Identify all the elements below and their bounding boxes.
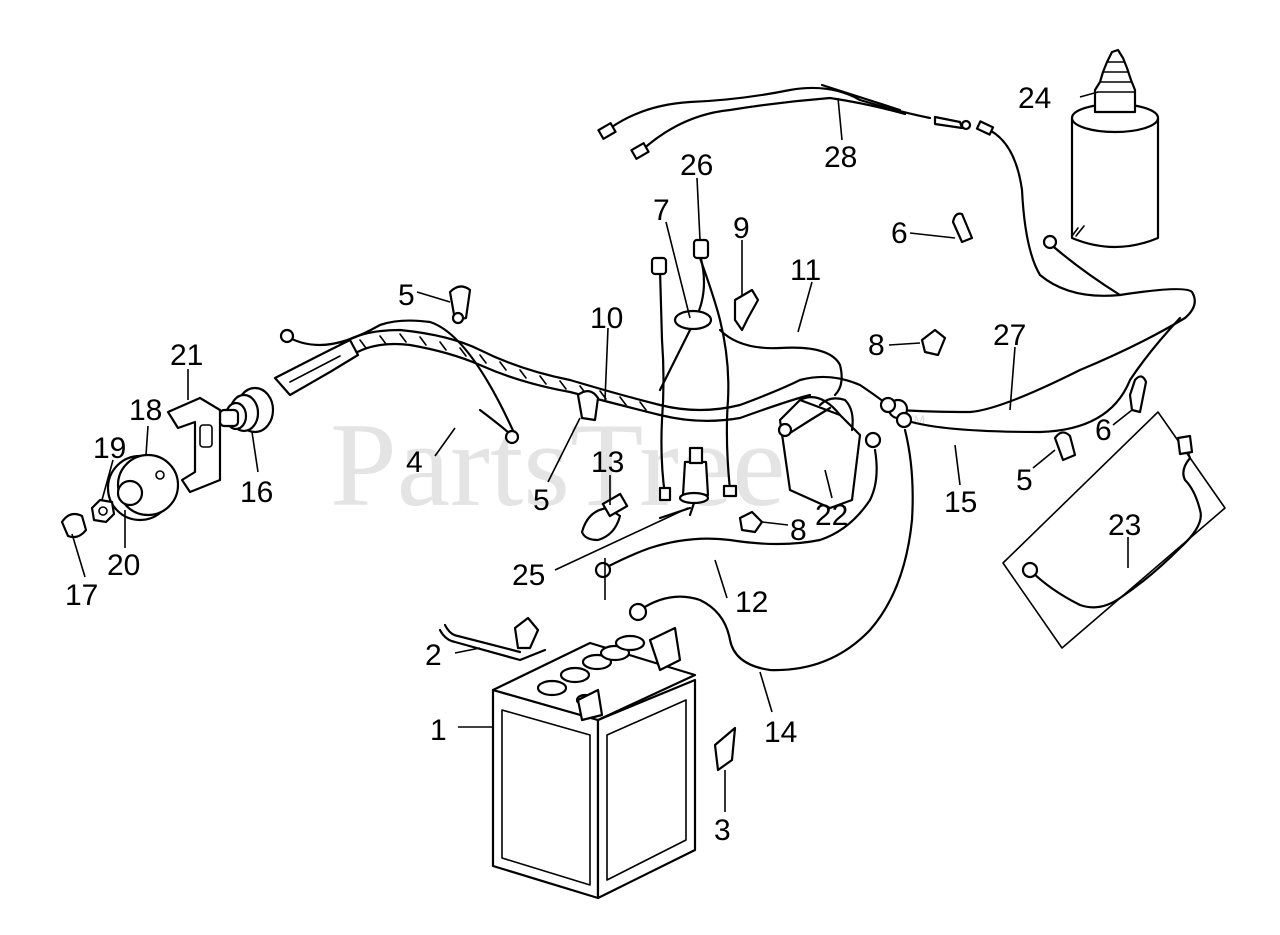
cable-14	[638, 428, 914, 672]
clip-5-middle	[576, 390, 600, 422]
cable-12	[603, 448, 878, 570]
bracket-21	[166, 396, 222, 494]
battery-strap-2	[438, 628, 547, 662]
clip-8-bottom	[738, 510, 764, 534]
callout-25: 25	[512, 559, 545, 592]
callout-7: 7	[653, 194, 670, 227]
callout-24: 24	[1018, 82, 1051, 115]
nut-19	[90, 498, 116, 524]
callout-19: 19	[93, 432, 126, 465]
cable-23-panel	[1002, 411, 1226, 649]
callout-20: 20	[107, 549, 140, 582]
clip-9	[733, 288, 760, 332]
callout-5-middle: 5	[533, 484, 550, 517]
callout-6-right: 6	[1095, 414, 1112, 447]
clip-5-right	[1053, 431, 1077, 462]
battery-1	[491, 626, 697, 900]
callout-21: 21	[170, 339, 203, 372]
callout-18: 18	[129, 394, 162, 427]
callout-26: 26	[680, 149, 713, 182]
cable-27	[898, 126, 1196, 414]
clip-8-top	[920, 328, 947, 357]
callout-2: 2	[425, 639, 442, 672]
clip-6-right	[1128, 375, 1148, 414]
callout-14: 14	[764, 716, 797, 749]
ground-cable-4	[283, 319, 517, 437]
pad-3	[713, 726, 737, 772]
cable-15	[903, 316, 1182, 434]
callout-15: 15	[944, 486, 977, 519]
starter-lead	[1046, 240, 1122, 297]
callout-22: 22	[815, 499, 848, 532]
wiring-harness-28	[597, 83, 972, 160]
callout-8-bottom: 8	[790, 514, 807, 547]
callout-3: 3	[714, 814, 731, 847]
callout-16: 16	[240, 476, 273, 509]
watermark: PartsTree	[330, 398, 786, 531]
callout-12: 12	[735, 586, 768, 619]
callout-27: 27	[993, 319, 1026, 352]
switch-13	[678, 446, 710, 517]
callout-11: 11	[790, 254, 821, 287]
leader-lines	[71, 91, 1133, 812]
callout-1: 1	[430, 714, 447, 747]
plate-18	[106, 453, 180, 522]
callout-labels: 1 2 3 4 5 5 5 6 6 7 8 8 9 10 11 12 13 14…	[65, 82, 1141, 847]
callout-9: 9	[733, 212, 750, 245]
lamp-13	[580, 492, 629, 542]
callout-5-right: 5	[1016, 464, 1033, 497]
callout-8-top: 8	[868, 329, 885, 362]
connector-7-26	[650, 238, 738, 502]
clip-5-top	[448, 285, 472, 322]
starter-motor	[1070, 48, 1160, 249]
clip-6-top	[951, 212, 974, 244]
callout-23: 23	[1108, 509, 1141, 542]
callout-28: 28	[824, 141, 857, 174]
callout-13: 13	[591, 446, 624, 479]
callout-10: 10	[590, 302, 623, 335]
callout-5-top: 5	[398, 279, 415, 312]
main-harness-10	[273, 328, 897, 422]
ignition-switch-16	[218, 386, 275, 434]
callout-17: 17	[65, 579, 98, 612]
wire-11	[718, 328, 843, 397]
callout-6-top: 6	[891, 217, 908, 250]
solenoid-22	[777, 396, 882, 510]
callout-4: 4	[406, 446, 423, 479]
key-17	[60, 512, 88, 539]
